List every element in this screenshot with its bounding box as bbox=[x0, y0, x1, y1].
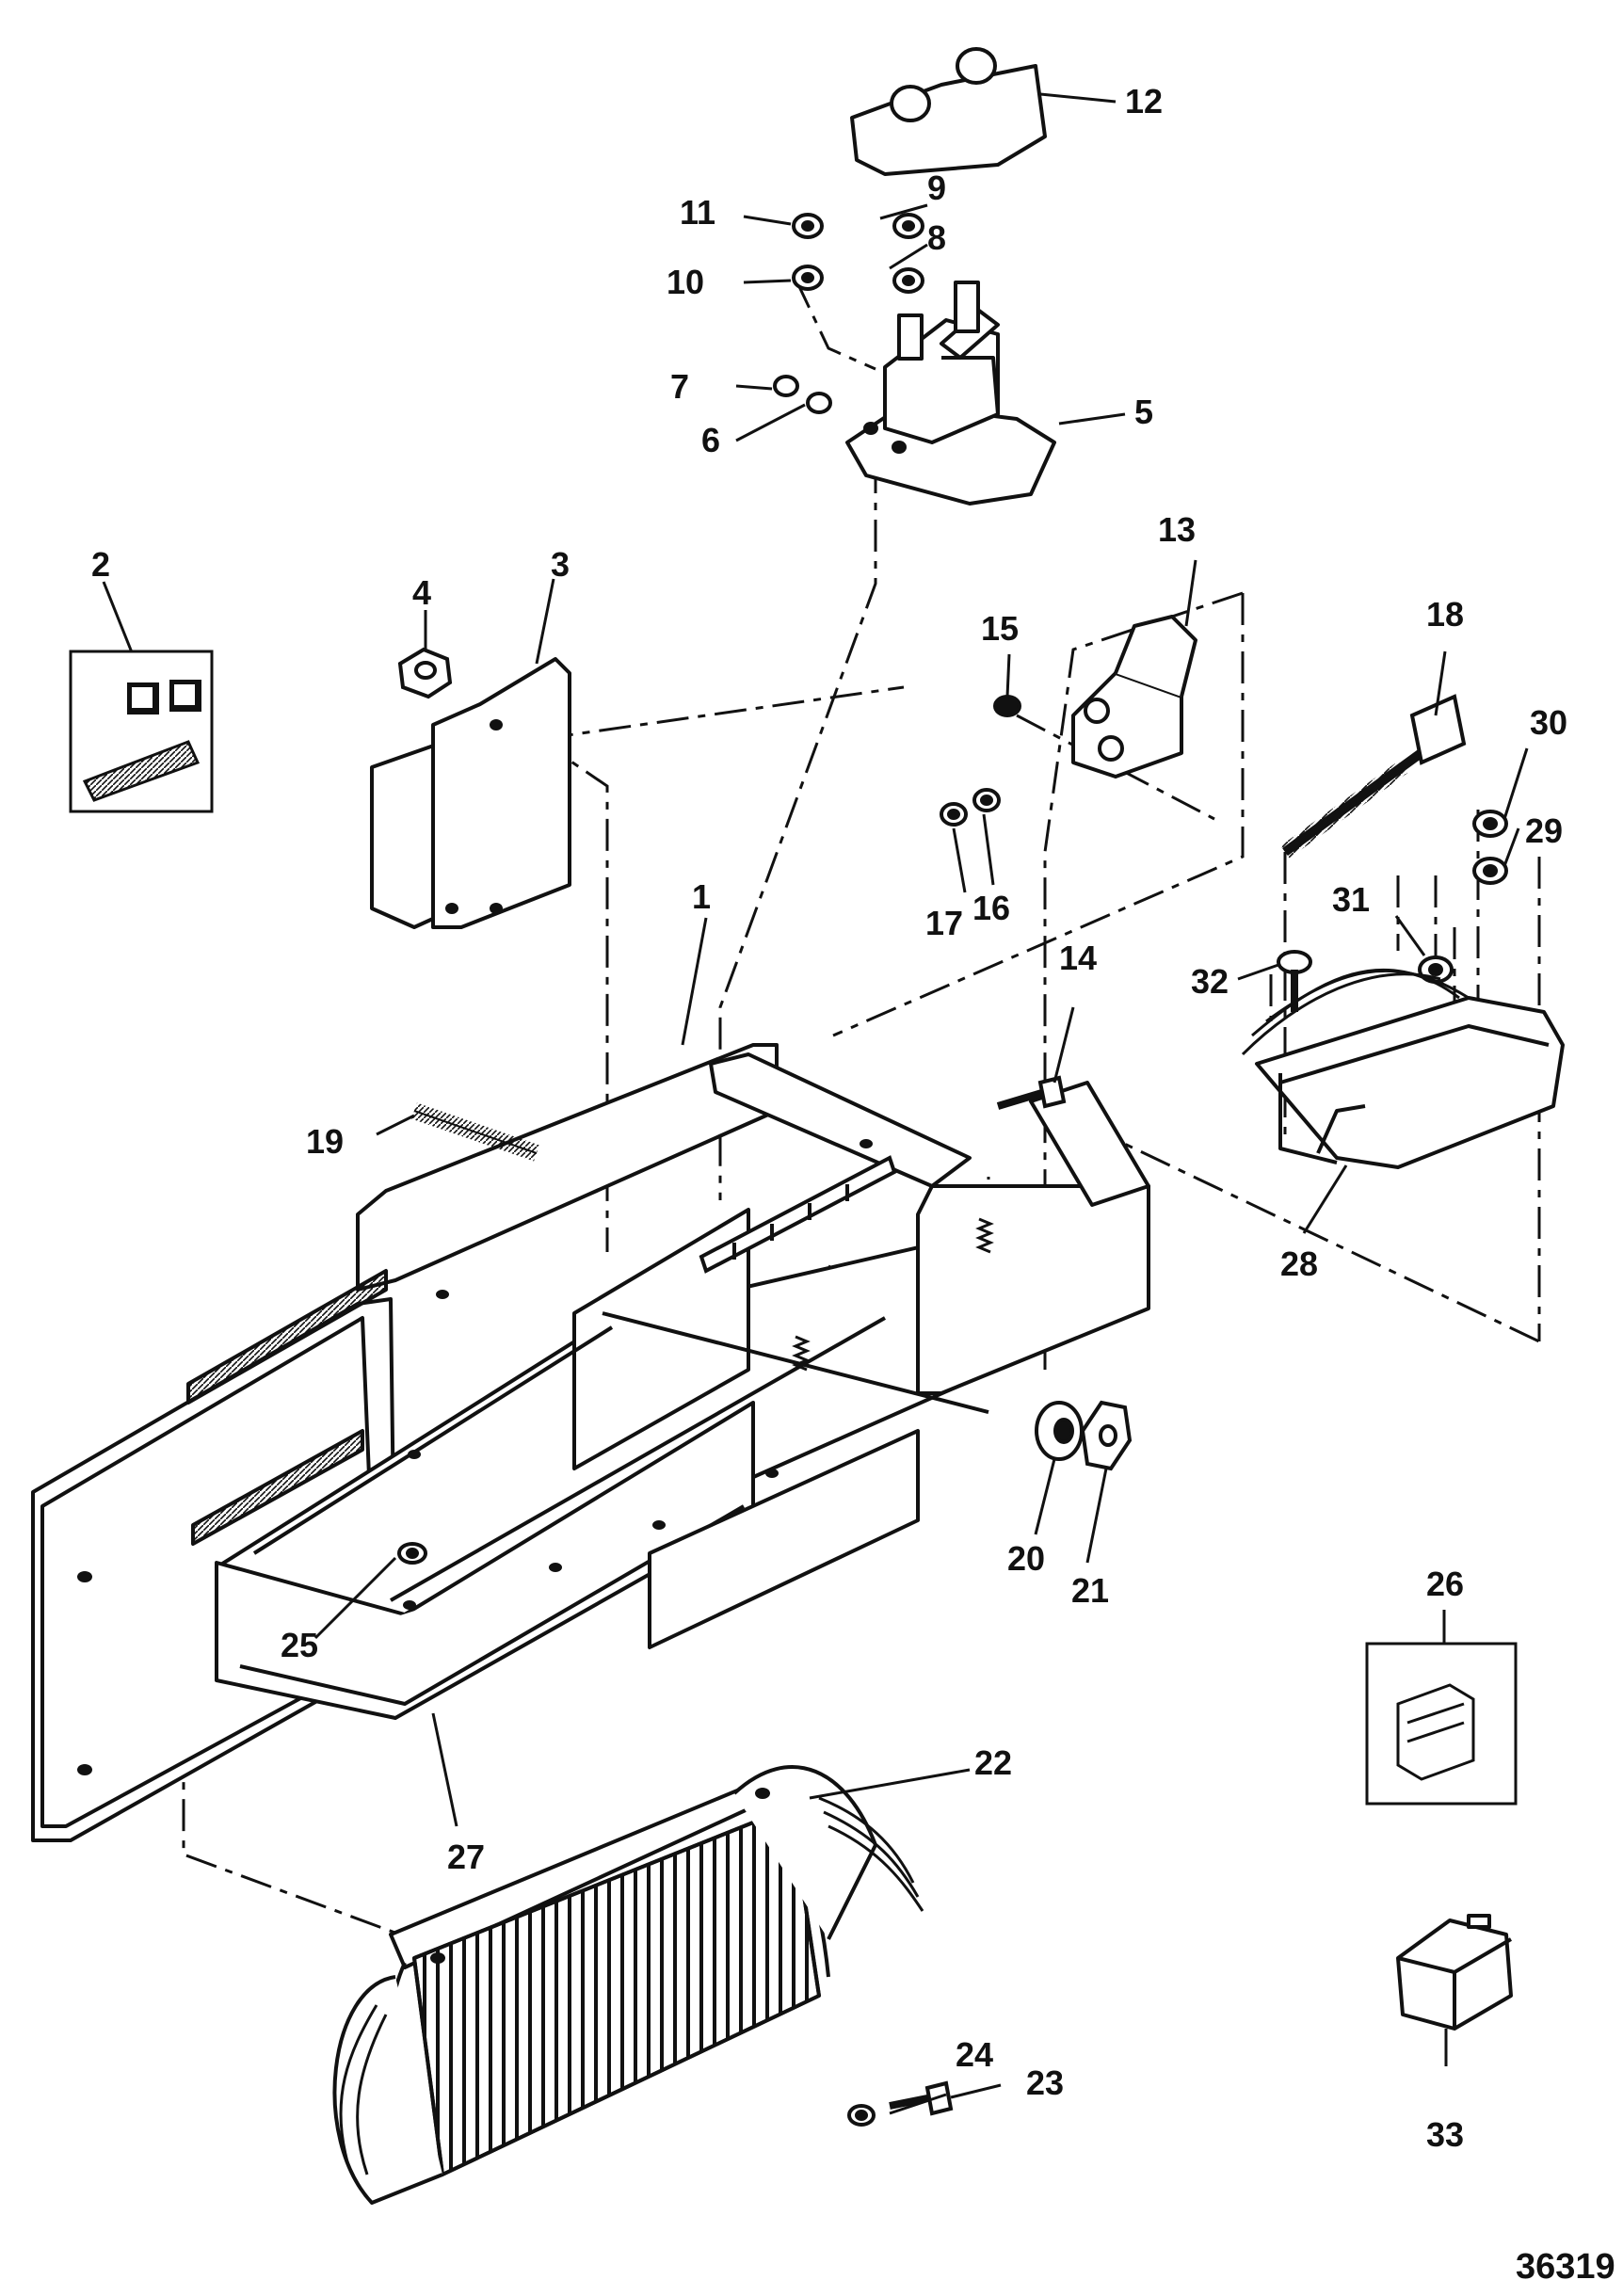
callout-10: 10 bbox=[667, 263, 704, 301]
callout-5: 5 bbox=[1134, 393, 1153, 431]
callout-23: 23 bbox=[1026, 2063, 1064, 2102]
callout-1: 1 bbox=[692, 877, 711, 916]
callout-20: 20 bbox=[1007, 1539, 1045, 1578]
fuse-inset bbox=[1365, 1642, 1518, 1806]
callout-19: 19 bbox=[306, 1122, 344, 1161]
electronic-module bbox=[1241, 968, 1565, 1169]
callout-15: 15 bbox=[981, 609, 1019, 648]
bolt-washer-23-24 bbox=[847, 2080, 954, 2127]
callout-3: 3 bbox=[551, 545, 570, 584]
callout-8: 8 bbox=[927, 218, 946, 257]
relay bbox=[993, 615, 1197, 779]
springs bbox=[792, 1217, 994, 1372]
stud-19 bbox=[411, 1102, 539, 1162]
nuts-29-30-31 bbox=[1418, 810, 1508, 984]
relay-33 bbox=[1396, 1914, 1513, 2031]
callout-21: 21 bbox=[1071, 1571, 1109, 1610]
callout-32: 32 bbox=[1191, 962, 1229, 1001]
callout-2: 2 bbox=[91, 545, 110, 584]
callout-24: 24 bbox=[956, 2035, 993, 2074]
washer-nut-20-21 bbox=[1035, 1400, 1133, 1471]
callout-29: 29 bbox=[1525, 811, 1563, 850]
callout-26: 26 bbox=[1426, 1565, 1464, 1603]
leader-lines bbox=[313, 92, 1529, 2115]
callout-11: 11 bbox=[680, 193, 715, 232]
bolt-14 bbox=[996, 1075, 1067, 1110]
mounting-bracket-assembly bbox=[31, 1043, 1150, 1842]
callout-9: 9 bbox=[927, 169, 946, 207]
t-bolt bbox=[1280, 694, 1467, 859]
small-nuts-and-washers bbox=[773, 213, 924, 414]
callout-14: 14 bbox=[1059, 939, 1097, 977]
cover-plate bbox=[370, 657, 571, 929]
callout-6: 6 bbox=[701, 421, 720, 459]
callout-22: 22 bbox=[974, 1743, 1012, 1782]
callout-27: 27 bbox=[447, 1838, 485, 1876]
callout-17: 17 bbox=[925, 904, 963, 942]
ecm-module bbox=[332, 1765, 924, 2205]
hinge-rod bbox=[699, 1155, 897, 1274]
decal-sheet bbox=[69, 581, 214, 813]
screw-32 bbox=[1277, 950, 1312, 1012]
callout-30: 30 bbox=[1530, 703, 1567, 742]
callout-7: 7 bbox=[670, 367, 689, 406]
callout-31: 31 bbox=[1332, 880, 1370, 919]
nut-25 bbox=[397, 1542, 427, 1565]
washers-16-17 bbox=[940, 788, 1001, 827]
figure-number: 36319 bbox=[1516, 2247, 1615, 2287]
callout-4: 4 bbox=[412, 573, 431, 612]
callout-12: 12 bbox=[1125, 82, 1163, 120]
solenoid bbox=[845, 281, 1056, 506]
callout-13: 13 bbox=[1158, 510, 1196, 549]
hex-nut-4 bbox=[397, 647, 453, 699]
callout-25: 25 bbox=[281, 1626, 318, 1664]
callout-28: 28 bbox=[1280, 1244, 1318, 1283]
part-callouts: 1 2 3 4 5 6 7 8 9 10 11 12 13 14 15 16 1… bbox=[91, 82, 1615, 2287]
callout-18: 18 bbox=[1426, 595, 1464, 634]
callout-33: 33 bbox=[1426, 2115, 1464, 2154]
callout-16: 16 bbox=[972, 889, 1010, 927]
bracket-holes bbox=[77, 1139, 873, 1775]
terminal-cover bbox=[850, 47, 1047, 176]
